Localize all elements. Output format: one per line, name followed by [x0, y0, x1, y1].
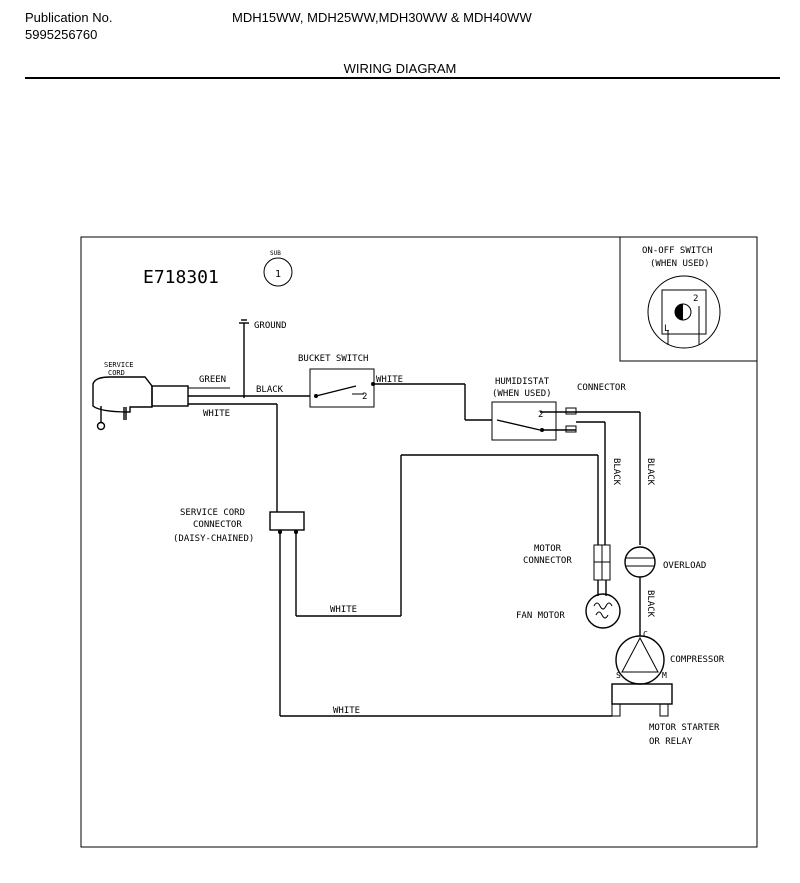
white-label-top: WHITE: [376, 375, 403, 385]
black-label-overload: BLACK: [645, 590, 655, 618]
service-cord-sleeve: [151, 385, 189, 407]
publication-label: Publication No.: [25, 10, 113, 25]
model-numbers: MDH15WW, MDH25WW,MDH30WW & MDH40WW: [232, 10, 532, 25]
inset-terminal-l: L: [664, 324, 669, 334]
sub-circle: [263, 257, 293, 287]
header-rule: [25, 77, 780, 79]
humidistat-label-2: (WHEN USED): [492, 389, 552, 399]
sub-number: 1: [275, 269, 281, 280]
compressor-terminal-c: C: [643, 630, 648, 639]
service-cord-label-1: SERVICE: [104, 361, 134, 369]
bucket-switch-label: BUCKET SWITCH: [298, 354, 368, 364]
black-label-top: BLACK: [256, 385, 284, 395]
service-cord-connector: [269, 511, 305, 531]
inset-title-1: ON-OFF SWITCH: [642, 246, 712, 256]
service-cord-connector-label-2: CONNECTOR: [193, 520, 242, 530]
diagram-frame: [80, 236, 758, 848]
bucket-terminal-2: 2: [362, 392, 367, 402]
fan-motor-label: FAN MOTOR: [516, 611, 565, 621]
black-label-vertical-2: BLACK: [645, 458, 655, 486]
diagram-code: E718301: [143, 267, 219, 288]
inset-title-2: (WHEN USED): [650, 259, 710, 269]
onoff-switch-knob-fill: [675, 304, 683, 320]
motor-starter-label-1: MOTOR STARTER: [649, 723, 720, 733]
service-cord-connector-label-3: (DAISY-CHAINED): [173, 534, 254, 544]
onoff-switch-body: [647, 275, 721, 349]
inset-box: [619, 236, 758, 362]
overload-label: OVERLOAD: [663, 561, 706, 571]
motor-starter-relay: [611, 683, 673, 705]
sub-label: SUB: [270, 250, 281, 257]
motor-connector-label-2: CONNECTOR: [523, 556, 572, 566]
fan-motor: [585, 593, 621, 629]
service-cord-plug: [92, 376, 153, 413]
overload: [624, 546, 656, 578]
white-label-bottom: WHITE: [333, 706, 360, 716]
motor-starter-label-2: OR RELAY: [649, 737, 693, 747]
compressor-label: COMPRESSOR: [670, 655, 725, 665]
bucket-switch: [309, 368, 375, 408]
motor-connector-label-1: MOTOR: [534, 544, 562, 554]
humidistat-terminal-2: 2: [538, 410, 543, 420]
compressor-terminal-m: M: [662, 671, 667, 680]
white-cord-label: WHITE: [203, 409, 230, 419]
inset-terminal-2: 2: [693, 294, 698, 304]
connector-label: CONNECTOR: [577, 383, 626, 393]
black-label-vertical-1: BLACK: [611, 458, 621, 486]
green-label: GREEN: [199, 375, 226, 385]
service-cord-connector-label-1: SERVICE CORD: [180, 508, 245, 518]
compressor: [615, 635, 665, 685]
page-title: WIRING DIAGRAM: [343, 61, 457, 76]
publication-number: 5995256760: [25, 27, 98, 42]
humidistat: [491, 401, 557, 441]
onoff-switch-plate: [661, 289, 707, 335]
white-label-mid: WHITE: [330, 605, 357, 615]
ground-label: GROUND: [254, 321, 287, 331]
humidistat-label-1: HUMIDISTAT: [495, 377, 550, 387]
compressor-terminal-s: S: [616, 671, 621, 680]
service-cord-label-2: CORD: [108, 369, 125, 377]
